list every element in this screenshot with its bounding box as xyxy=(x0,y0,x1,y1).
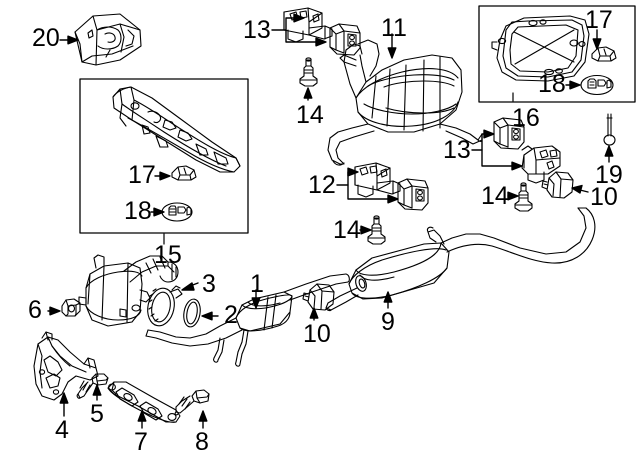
part-heat-shield-panel-16 xyxy=(491,15,590,82)
part-pipe-clamp-10-right xyxy=(541,171,574,199)
part-rubber-mount-13-right xyxy=(493,117,525,150)
part-rubber-mount-12 xyxy=(397,178,429,211)
callout-19[interactable]: 19 xyxy=(595,161,623,189)
callout-8[interactable]: 8 xyxy=(195,428,209,456)
part-bolt-14-upper xyxy=(299,57,318,87)
callout-5[interactable]: 5 xyxy=(90,400,104,428)
part-bolt-14-right xyxy=(514,182,533,212)
callout-15[interactable]: 15 xyxy=(154,241,182,269)
part-grommet-18-in-box15 xyxy=(161,202,193,222)
part-bolt-5 xyxy=(76,373,109,399)
part-center-muffler-9 xyxy=(325,207,596,312)
callout-13-right[interactable]: 13 xyxy=(443,136,471,164)
part-bolt-8 xyxy=(174,389,210,416)
part-bolt-14-mid xyxy=(367,215,386,245)
leader-lines xyxy=(47,13,614,429)
callout-14-right[interactable]: 14 xyxy=(481,182,509,210)
part-hanger-bracket-13-top xyxy=(283,7,333,43)
part-nut-6 xyxy=(61,298,81,317)
boxed-detail-15 xyxy=(79,78,249,245)
part-hanger-bracket-12 xyxy=(354,162,401,198)
callout-2[interactable]: 2 xyxy=(224,301,238,329)
part-heat-shield-small xyxy=(74,13,142,66)
callout-11[interactable]: 11 xyxy=(381,14,407,42)
boxed-detail-16 xyxy=(478,5,636,103)
part-gasket-ring-2 xyxy=(183,298,201,328)
callout-20[interactable]: 20 xyxy=(32,24,60,52)
callout-1[interactable]: 1 xyxy=(250,270,264,298)
callout-18-box16[interactable]: 18 xyxy=(538,70,566,98)
callout-18-box15[interactable]: 18 xyxy=(124,197,152,225)
part-heat-shield-large-15 xyxy=(112,86,241,173)
part-catalytic-converter-1 xyxy=(145,273,350,367)
callout-12[interactable]: 12 xyxy=(308,171,336,199)
callout-6[interactable]: 6 xyxy=(28,296,42,324)
part-mounting-bar-7 xyxy=(107,381,181,423)
callout-10-center[interactable]: 10 xyxy=(303,320,331,348)
part-dpf-canister xyxy=(78,254,179,327)
part-rear-muffler-11 xyxy=(327,39,483,166)
part-pipe-clamp-10-center xyxy=(302,283,335,311)
callout-9[interactable]: 9 xyxy=(381,308,395,336)
part-pin-19 xyxy=(603,113,616,146)
callout-17-box16[interactable]: 17 xyxy=(585,6,613,34)
callout-13-top[interactable]: 13 xyxy=(243,16,271,44)
part-support-bracket-4 xyxy=(33,331,99,401)
part-clip-17-in-box15 xyxy=(171,165,197,181)
callout-4[interactable]: 4 xyxy=(55,416,69,444)
callout-16[interactable]: 16 xyxy=(512,104,540,132)
callout-7[interactable]: 7 xyxy=(134,428,148,456)
callout-10-right[interactable]: 10 xyxy=(590,183,618,211)
callout-14-mid[interactable]: 14 xyxy=(333,216,361,244)
callout-3[interactable]: 3 xyxy=(202,270,216,298)
callout-14-upper[interactable]: 14 xyxy=(296,101,324,129)
callout-17-box15[interactable]: 17 xyxy=(128,161,156,189)
part-grommet-18-in-box16 xyxy=(580,74,614,96)
part-rubber-mount-13-top xyxy=(329,23,361,56)
part-clip-17-in-box16 xyxy=(591,46,617,62)
part-hanger-bracket-13-right xyxy=(521,145,561,184)
part-clamp-ring-3 xyxy=(147,285,183,327)
